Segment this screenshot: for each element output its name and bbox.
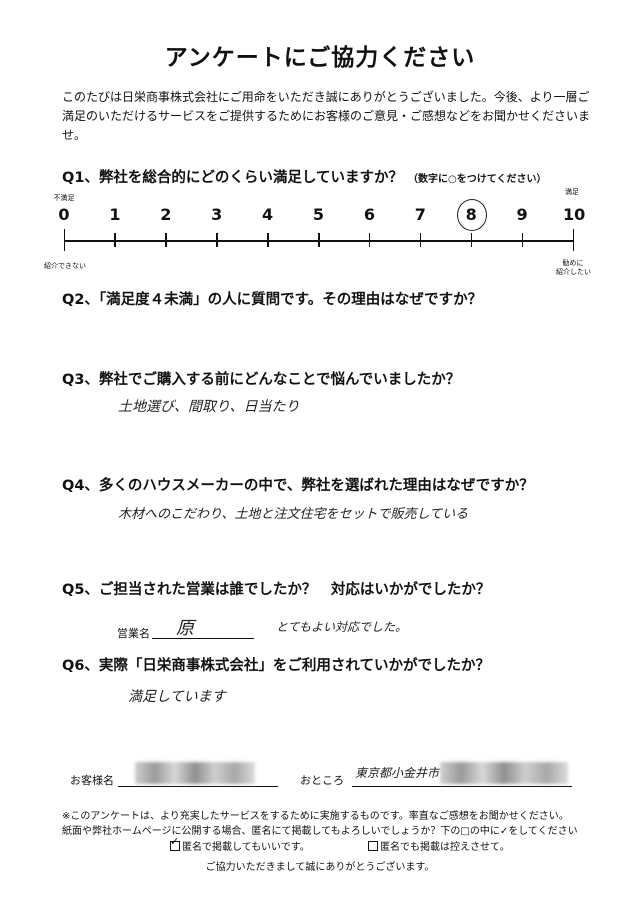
option-anonymous-ok-label: 匿名で掲載してもいいです。	[182, 842, 310, 853]
scale-option-1[interactable]: 1	[109, 205, 121, 224]
scale-tick	[216, 233, 218, 247]
q1-question: Q1、弊社を総合的にどのくらい満足していますか？ （数字に○をつけてください）	[62, 166, 546, 187]
scale-option-0[interactable]: 0	[58, 205, 70, 224]
scale-left-bottom-label: 紹介できない	[44, 262, 86, 270]
option-no-publish[interactable]: 匿名でも掲載は控えさせて。	[368, 838, 510, 853]
q1-note: （数字に○をつけてください）	[408, 174, 547, 185]
option-anonymous-ok[interactable]: ✓匿名で掲載してもいいです。	[170, 836, 310, 853]
address-underline	[352, 786, 572, 787]
scale-right-top-label: 満足	[565, 188, 579, 196]
customer-name-redacted	[135, 762, 255, 784]
survey-title: アンケートにご協力ください	[164, 45, 476, 71]
thanks-text: ご協力いただきまして誠にありがとうございます。	[205, 862, 435, 873]
scale-right-bottom-line1: 勧めに	[562, 259, 584, 267]
scale-left-top-label: 不満足	[53, 194, 75, 202]
customer-name-underline	[118, 786, 278, 787]
staff-name-underline	[152, 638, 254, 639]
scale-tick	[63, 229, 65, 251]
scale-tick	[521, 233, 524, 247]
selected-circle-icon	[457, 199, 488, 231]
scale-option-10[interactable]: 10	[563, 205, 586, 224]
scale-tick	[368, 233, 371, 247]
option-no-publish-label: 匿名でも掲載は控えさせて。	[380, 842, 510, 853]
scale-right-bottom-label: 勧めに 紹介したい	[556, 259, 591, 277]
scale-tick	[267, 233, 269, 247]
scale-tick	[470, 233, 473, 247]
scale-option-6[interactable]: 6	[363, 205, 375, 224]
q3-question: Q3、弊社でご購入する前にどんなことで悩んでいましたか？	[62, 372, 461, 388]
checkbox-anonymous-ok[interactable]: ✓	[170, 836, 180, 851]
address-label: おところ	[300, 774, 344, 787]
checkbox-no-publish[interactable]	[368, 841, 378, 851]
footer-note-2: 紙面や弊社ホームページに公開する場合、匿名にて掲載してもよろしいでしょうか？下の…	[62, 826, 578, 837]
q4-answer: 木材へのこだわり、土地と注文住宅をセットで販売している	[118, 507, 469, 522]
q4-question: Q4、多くのハウスメーカーの中で、弊社を選ばれた理由はなぜですか？	[62, 478, 534, 494]
scale-tick	[114, 233, 116, 247]
scale-tick	[318, 233, 320, 247]
q6-answer: 満足しています	[128, 689, 226, 705]
scale-tick	[419, 233, 422, 247]
address-redacted	[440, 762, 568, 784]
q1-label: Q1、弊社を総合的にどのくらい満足していますか？	[62, 170, 403, 186]
scale-tick	[165, 233, 167, 247]
address-value: 東京都小金井市	[355, 766, 440, 780]
footer-note-1: ※このアンケートは、より充実したサービスをするために実施するものです。率直なご感…	[62, 811, 569, 822]
q2-question: Q2、「満足度４未満」の人に質問です。その理由はなぜですか？	[62, 292, 483, 308]
scale-tick	[572, 229, 574, 251]
q6-question: Q6、実際「日栄商事株式会社」をご利用されていかがでしたか？	[62, 658, 490, 674]
scale-option-9[interactable]: 9	[516, 205, 528, 224]
q5-answer: とてもよい対応でした。	[276, 620, 408, 634]
scale-option-7[interactable]: 7	[414, 205, 426, 224]
q3-answer: 土地選び、間取り、日当たり	[118, 399, 300, 415]
scale-option-5[interactable]: 5	[312, 205, 325, 224]
scale-option-3[interactable]: 3	[211, 205, 223, 224]
customer-name-label: お客様名	[70, 774, 114, 787]
staff-name-label: 営業名	[117, 627, 150, 640]
scale-option-2[interactable]: 2	[160, 205, 172, 224]
scale-option-4[interactable]: 4	[262, 205, 274, 224]
intro-text: このたびは日栄商事株式会社にご用命をいただき誠にありがとうございました。今後、よ…	[62, 90, 591, 142]
scale-right-bottom-line2: 紹介したい	[556, 268, 591, 276]
checkmark-icon: ✓	[170, 835, 180, 848]
staff-name-value: 原	[176, 618, 194, 639]
q5-question: Q5、ご担当された営業は誰でしたか？ 対応はいかがでしたか？	[62, 582, 491, 598]
